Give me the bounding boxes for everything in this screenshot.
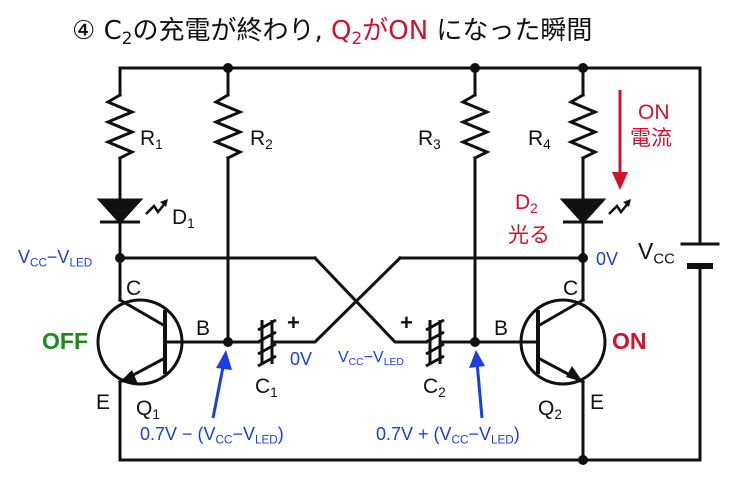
label-e-left: E (96, 391, 111, 414)
label-b-right: B (494, 317, 509, 340)
title-part3-sub: 2 (351, 28, 363, 49)
title-part1-sub: 2 (121, 28, 133, 49)
resistor-r2 (212, 92, 244, 161)
b2-arrow (475, 361, 484, 419)
diode-d2 (559, 198, 607, 225)
label-c-left: C (126, 277, 142, 300)
label-d1: D1 (172, 206, 195, 232)
label-d2-glow: 光る (508, 224, 550, 247)
title-part2: の充電が終わり, (132, 16, 332, 46)
label-d2: D2 (515, 191, 538, 217)
label-on-current-2: 電流 (630, 127, 672, 150)
label-vcc-vled-c2: VCC−VLED (338, 349, 404, 369)
label-vcc-vled-left: VCC−VLED (18, 247, 93, 270)
title-part5: になった瞬間 (428, 16, 593, 46)
b1-arrow (211, 361, 226, 419)
label-r1: R1 (140, 127, 163, 153)
resistor-r1 (104, 92, 136, 161)
label-c1-plus: + (287, 310, 300, 335)
label-e-right: E (590, 391, 605, 414)
resistor-r3 (459, 92, 491, 161)
capacitor-c1 (255, 318, 295, 368)
label-zero-v-c1: 0V (290, 349, 313, 369)
label-c2: C2 (423, 375, 446, 401)
label-q1: Q1 (136, 397, 160, 423)
label-zero-v-right: 0V (596, 249, 619, 269)
label-r2: R2 (250, 127, 273, 153)
title-part4: がON (362, 16, 429, 46)
label-r4: R4 (528, 127, 551, 153)
label-on-current-1: ON (638, 101, 670, 124)
label-b2-voltage: 0.7V + (VCC−VLED) (376, 424, 520, 447)
label-on: ON (612, 328, 647, 354)
label-r3: R3 (418, 127, 441, 153)
label-off: OFF (42, 328, 88, 354)
capacitor-c2 (418, 318, 445, 368)
resistor-r4 (567, 92, 599, 161)
diode-d1 (96, 198, 144, 225)
label-q2: Q2 (538, 397, 562, 423)
label-vcc: VCC (638, 238, 675, 268)
title-part3: Q (331, 16, 352, 46)
label-b1-voltage: 0.7V − (VCC−VLED) (140, 424, 284, 447)
label-c2-plus: + (400, 310, 413, 335)
label-c1: C1 (255, 375, 278, 401)
label-c-right: C (563, 277, 579, 300)
label-b-left: B (196, 317, 211, 340)
title-part1: ④ C (72, 16, 122, 46)
page-title: ④ C2の充電が終わり, Q2がON になった瞬間 (72, 10, 592, 48)
